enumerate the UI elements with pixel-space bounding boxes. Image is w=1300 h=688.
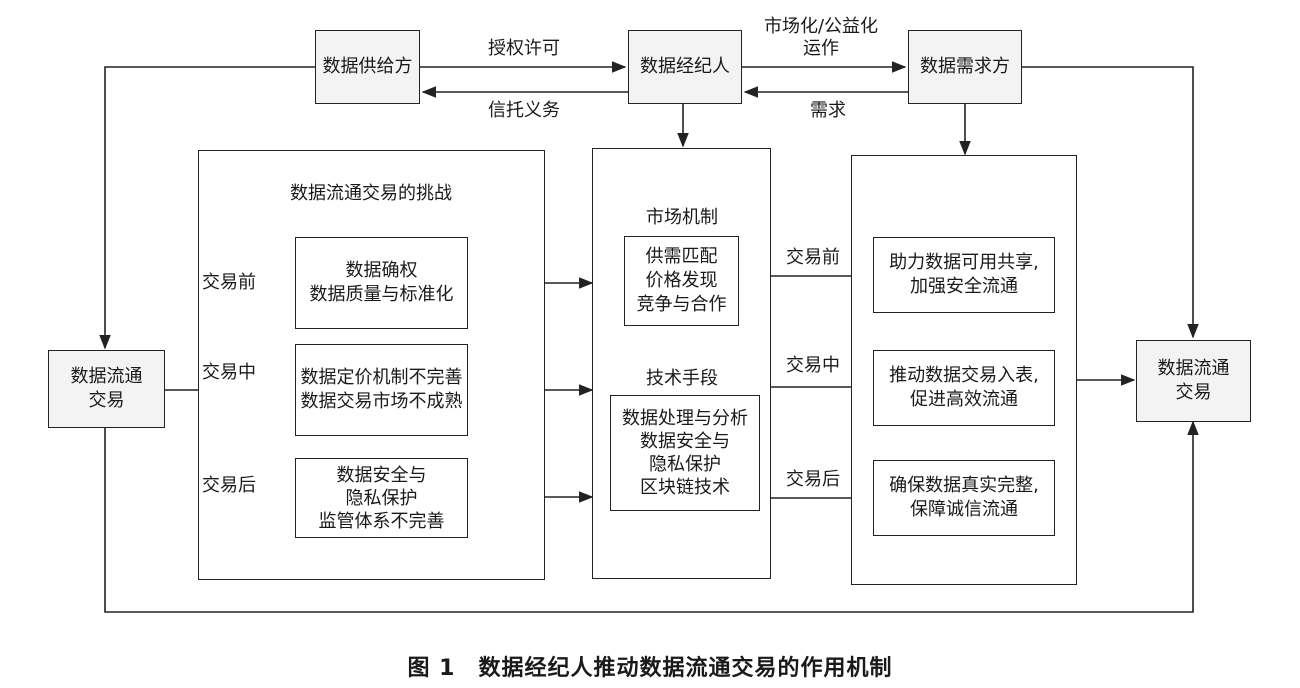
node-flow-right-line1: 数据流通	[1157, 358, 1230, 379]
challenge-box-after: 数据安全与 隐私保护 监管体系不完善	[295, 458, 468, 538]
node-supplier-label: 数据供给方	[322, 56, 413, 77]
challenge-stage-during: 交易中	[202, 362, 256, 383]
node-demander: 数据需求方	[908, 30, 1022, 104]
market-item-2: 价格发现	[645, 270, 718, 291]
outcome-box-before: 助力数据可用共享, 加强安全流通	[873, 237, 1055, 313]
challenge-after-line3: 监管体系不完善	[318, 510, 445, 532]
challenge-box-before: 数据确权 数据质量与标准化	[295, 237, 468, 329]
edge-market-ops-line2: 运作	[803, 38, 839, 59]
arrow-supplier-to-flow	[99, 66, 315, 350]
challenges-title: 数据流通交易的挑战	[290, 183, 452, 204]
challenge-box-during: 数据定价机制不完善 数据交易市场不成熟	[295, 344, 468, 436]
edge-demand-label: 需求	[810, 100, 846, 121]
challenge-stage-before: 交易前	[202, 272, 256, 293]
challenge-before-line2: 数据质量与标准化	[309, 284, 454, 305]
node-broker: 数据经纪人	[628, 30, 742, 104]
outcome-box-during: 推动数据交易入表, 促进高效流通	[873, 350, 1055, 426]
market-box: 供需匹配 价格发现 竞争与合作	[624, 236, 739, 326]
market-item-1: 供需匹配	[645, 246, 718, 267]
outcome-before-line2: 加强安全流通	[910, 276, 1018, 297]
challenge-after-line1: 数据安全与	[336, 464, 427, 486]
challenge-before-line1: 数据确权	[345, 260, 418, 281]
figure-caption: 图 1 数据经纪人推动数据流通交易的作用机制	[407, 656, 893, 681]
outcome-stage-before: 交易前	[786, 247, 840, 268]
tech-item-2: 数据安全与	[640, 431, 730, 452]
challenge-during-line1: 数据定价机制不完善	[300, 367, 463, 388]
node-supplier: 数据供给方	[315, 30, 420, 104]
node-broker-label: 数据经纪人	[640, 56, 730, 77]
outcome-before-line1: 助力数据可用共享,	[889, 252, 1039, 273]
outcome-stage-during: 交易中	[786, 355, 840, 376]
node-flow-right: 数据流通 交易	[1136, 340, 1251, 422]
edge-authorize-label: 授权许可	[488, 38, 560, 59]
arrow-bottom-loop	[104, 420, 1199, 613]
market-item-3: 竞争与合作	[636, 294, 727, 315]
tech-item-3: 隐私保护	[649, 454, 721, 475]
tech-item-4: 区块链技术	[640, 477, 730, 498]
outcome-after-line2: 保障诚信流通	[910, 499, 1018, 520]
arrow-demander-to-flow	[1022, 66, 1199, 339]
challenge-stage-after: 交易后	[202, 475, 256, 496]
tech-item-1: 数据处理与分析	[622, 408, 748, 429]
outcome-box-after: 确保数据真实完整, 保障诚信流通	[873, 460, 1055, 536]
edge-trust-duty-label: 信托义务	[488, 100, 560, 121]
node-flow-left: 数据流通 交易	[48, 350, 165, 428]
node-flow-left-line2: 交易	[88, 390, 125, 411]
edge-market-ops-line1: 市场化/公益化	[763, 16, 879, 37]
market-title: 市场机制	[646, 207, 718, 228]
node-flow-right-line2: 交易	[1175, 382, 1212, 403]
outcome-during-line1: 推动数据交易入表,	[889, 365, 1039, 386]
outcome-stage-after: 交易后	[786, 469, 840, 490]
tech-title: 技术手段	[646, 368, 718, 389]
outcome-during-line2: 促进高效流通	[910, 389, 1018, 410]
tech-box: 数据处理与分析 数据安全与 隐私保护 区块链技术	[610, 395, 760, 511]
challenge-during-line2: 数据交易市场不成熟	[300, 391, 463, 412]
outcome-after-line1: 确保数据真实完整,	[889, 475, 1039, 496]
node-flow-left-line1: 数据流通	[70, 366, 143, 387]
node-demander-label: 数据需求方	[920, 56, 1010, 77]
challenge-after-line2: 隐私保护	[345, 487, 418, 509]
edge-market-ops-label: 市场化/公益化 运作	[762, 16, 880, 60]
